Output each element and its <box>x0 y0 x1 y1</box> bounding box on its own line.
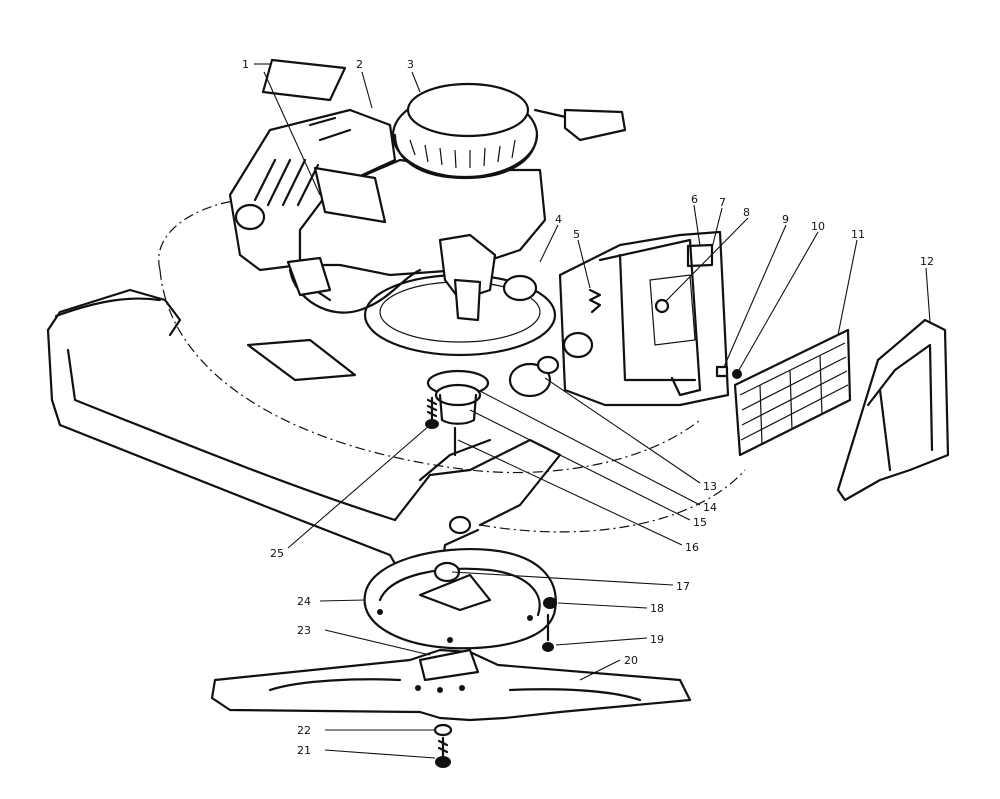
engine <box>228 82 627 357</box>
callout-2: 2 <box>356 58 363 71</box>
callout-15: 15 <box>693 516 707 529</box>
callout-7: 7 <box>719 196 726 209</box>
callout-17: 17 <box>676 580 690 593</box>
callout-14: 14 <box>703 501 717 514</box>
screw-part <box>588 288 602 314</box>
callout-4: 4 <box>555 213 562 226</box>
gasket-part <box>686 243 714 268</box>
bolt-part-21 <box>435 736 451 768</box>
spacer-part <box>715 365 729 378</box>
washer-part-22 <box>433 723 453 737</box>
callout-22: 22 <box>297 724 311 737</box>
callout-1: 1 <box>242 58 249 71</box>
nut-part <box>654 298 670 314</box>
seal-part <box>426 369 490 425</box>
callout-8: 8 <box>743 206 750 219</box>
bolt-part-19 <box>542 613 554 652</box>
callout-24: 24 <box>297 595 311 608</box>
callout-13: 13 <box>703 480 717 493</box>
callout-labels: 1 2 3 4 5 6 7 8 9 10 11 12 13 14 15 16 1… <box>242 58 934 757</box>
callout-20: 20 <box>624 654 638 667</box>
primer-bulb-part <box>508 362 552 398</box>
callout-10: 10 <box>811 220 825 233</box>
callout-5: 5 <box>573 228 580 241</box>
callout-9: 9 <box>782 213 789 226</box>
washer-part <box>732 369 742 379</box>
filter-cover <box>836 318 950 502</box>
callout-19: 19 <box>650 633 664 646</box>
callout-23: 23 <box>297 624 311 637</box>
callout-18: 18 <box>650 602 664 615</box>
callout-16: 16 <box>685 541 699 554</box>
callout-12: 12 <box>920 255 934 268</box>
blade <box>210 648 692 722</box>
callout-21: 21 <box>297 744 311 757</box>
washer-part-18 <box>543 597 557 609</box>
bolt-part-25 <box>425 396 439 429</box>
blade-adapter-plate <box>363 548 557 650</box>
foam-filter-element <box>733 328 852 457</box>
callout-6: 6 <box>691 193 698 206</box>
air-cleaner-body <box>558 230 730 407</box>
callout-3: 3 <box>407 58 414 71</box>
leader-lines <box>254 63 931 759</box>
decal-part <box>261 58 347 102</box>
callout-25: 25 <box>270 547 284 560</box>
callout-11: 11 <box>851 228 865 241</box>
